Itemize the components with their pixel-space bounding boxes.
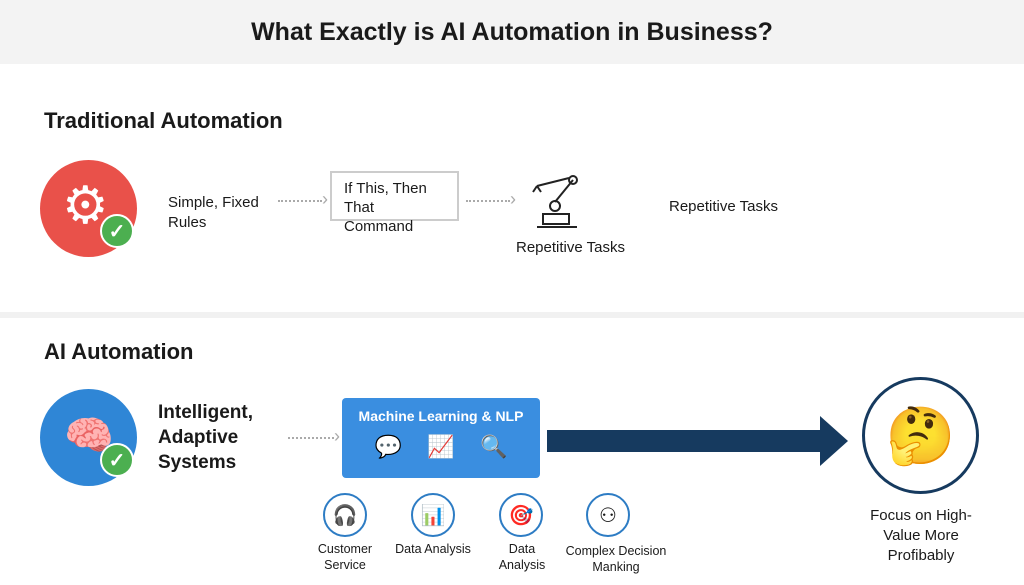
- search-analytics-icon: 🔍: [479, 434, 508, 459]
- dotted-arrow: [278, 189, 328, 210]
- big-arrow-head: [820, 416, 848, 466]
- ml-nlp-box: Machine Learning & NLP 💬 📈 🔍: [342, 398, 540, 478]
- chat-icon: 💬: [374, 434, 403, 459]
- capability-label: Data Analysis: [498, 542, 546, 572]
- headset-icon: 🎧: [323, 493, 367, 537]
- gear-icon: ⚙ ✓: [40, 160, 137, 257]
- hierarchy-icon: ⚇: [586, 493, 630, 537]
- robot-label: Repetitive Tasks: [516, 239, 625, 256]
- capability-label: Data Analysis: [395, 542, 471, 556]
- ai-heading: AI Automation: [44, 339, 194, 364]
- section-divider: [0, 312, 1024, 318]
- outcome-text: Focus on High-Value More Profibably: [870, 507, 972, 564]
- capability-label: Complex Decision Manking: [565, 544, 667, 574]
- repetitive-tasks-label: Repetitive Tasks: [669, 198, 778, 215]
- bar-chart-icon: 📊: [411, 493, 455, 537]
- dotted-arrow: [288, 426, 340, 447]
- target-chart-icon: 🎯: [499, 493, 543, 537]
- capability-label: Customer Service: [317, 542, 373, 572]
- thinking-person-icon: 🤔: [862, 377, 979, 494]
- check-icon: ✓: [100, 214, 134, 248]
- chart-edit-icon: 📈: [427, 434, 455, 459]
- brain-icon: 🧠 ✓: [40, 389, 137, 486]
- big-arrow: [547, 430, 822, 452]
- ml-label: Machine Learning & NLP: [358, 408, 524, 424]
- robot-arm-icon: [532, 175, 578, 228]
- check-icon: ✓: [100, 443, 134, 477]
- traditional-heading: Traditional Automation: [44, 108, 283, 133]
- ai-description: Intelligent, Adaptive Systems: [158, 402, 253, 473]
- command-box: If This, Then That Command: [330, 171, 459, 235]
- page-title: What Exactly is AI Automation in Busines…: [0, 0, 1024, 64]
- rules-text: Simple, Fixed Rules: [168, 194, 259, 231]
- dotted-arrow: [466, 189, 516, 210]
